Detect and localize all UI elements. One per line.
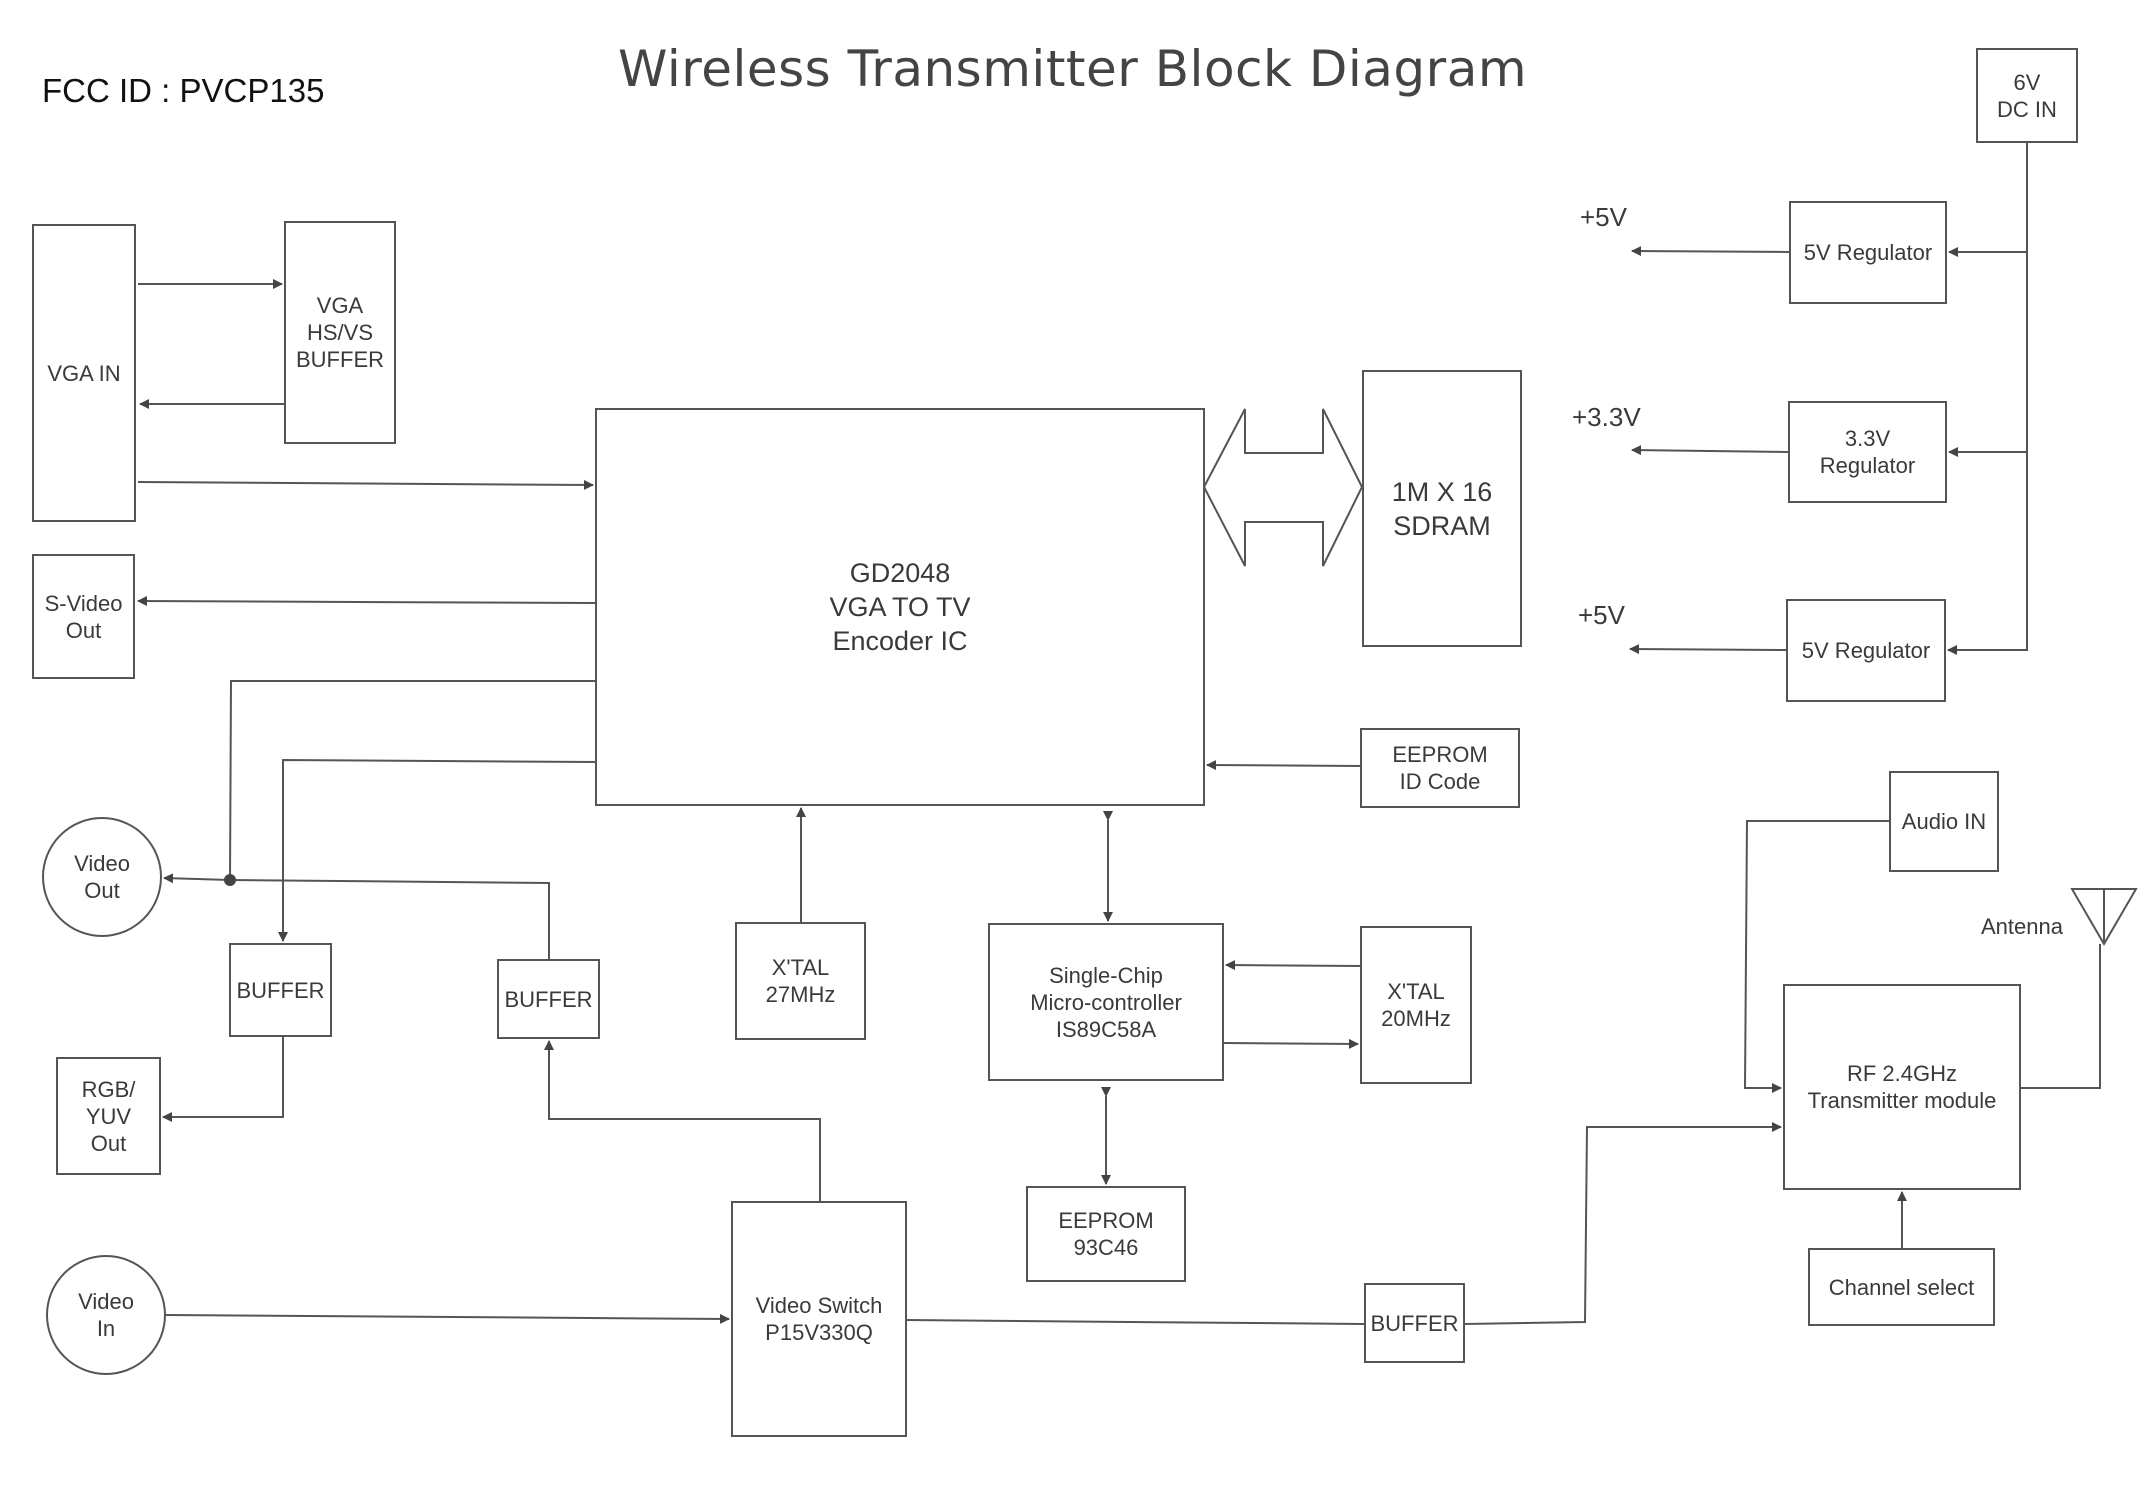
- wire-5v-b-out: [1629, 644, 1787, 655]
- wire-audio-to-rf: [1743, 820, 1889, 1093]
- wire-switch-to-rf-buffer: [906, 1319, 1365, 1325]
- wire-3v3-out: [1631, 445, 1789, 456]
- wire-vga-to-encoder: [137, 479, 594, 490]
- wire-encoder-to-video-out: [229, 680, 595, 881]
- wire-eeprom-id-to-encoder: [1206, 760, 1361, 771]
- rail-label-5v-b: +5V: [1578, 600, 1625, 630]
- block-vga-hsvs-buffer[interactable]: VGA HS/VS BUFFER: [284, 221, 396, 444]
- diagram-title: Wireless Transmitter Block Diagram: [618, 40, 1528, 98]
- rail-label-5v-a: +5V: [1580, 202, 1627, 232]
- block-rgb-yuv-out[interactable]: RGB/ YUV Out: [56, 1057, 161, 1175]
- block-eeprom-93c46[interactable]: EEPROM 93C46: [1026, 1186, 1186, 1282]
- wire-rf-buffer-to-rf: [1464, 1122, 1782, 1325]
- wire-junction-to-video-out: [163, 873, 231, 884]
- block-audio-in[interactable]: Audio IN: [1889, 771, 1999, 872]
- bus-arrow-encoder-sdram: [1202, 408, 1364, 567]
- antenna-icon: [2070, 888, 2138, 946]
- block-svideo-out[interactable]: S-Video Out: [32, 554, 135, 679]
- wire-mcu-to-xtal20: [1223, 1038, 1359, 1049]
- wire-switch-to-video-buffer: [544, 1040, 821, 1201]
- block-encoder-ic[interactable]: GD2048 VGA TO TV Encoder IC: [595, 408, 1205, 806]
- wire-rf-to-antenna: [2021, 944, 2101, 1089]
- block-buffer-rgb[interactable]: BUFFER: [229, 943, 332, 1037]
- block-buffer-video[interactable]: BUFFER: [497, 959, 600, 1039]
- wire-video-in-to-switch: [165, 1313, 730, 1324]
- block-rf-transmitter[interactable]: RF 2.4GHz Transmitter module: [1783, 984, 2021, 1190]
- block-5v-regulator-a[interactable]: 5V Regulator: [1789, 201, 1947, 304]
- wire-5v-a-out: [1631, 246, 1790, 257]
- wire-buffer-to-rgb-out: [162, 1037, 284, 1122]
- block-sdram[interactable]: 1M X 16 SDRAM: [1362, 370, 1522, 647]
- wire-xtal20-to-mcu: [1225, 960, 1361, 971]
- wire-dc-in-trunk: [1951, 143, 2028, 651]
- block-microcontroller[interactable]: Single-Chip Micro-controller IS89C58A: [988, 923, 1224, 1081]
- block-xtal-20mhz[interactable]: X'TAL 20MHz: [1360, 926, 1472, 1084]
- wire-encoder-to-svideo: [137, 596, 596, 607]
- wire-video-buffer-to-junction: [229, 879, 550, 959]
- port-video-in[interactable]: Video In: [46, 1255, 166, 1375]
- antenna-label: Antenna: [1981, 914, 2063, 939]
- block-vga-in[interactable]: VGA IN: [32, 224, 136, 522]
- block-buffer-rf[interactable]: BUFFER: [1364, 1283, 1465, 1363]
- port-video-out[interactable]: Video Out: [42, 817, 162, 937]
- fcc-id-label: FCC ID : PVCP135: [42, 72, 325, 109]
- block-5v-regulator-b[interactable]: 5V Regulator: [1786, 599, 1946, 702]
- block-3v3-regulator[interactable]: 3.3V Regulator: [1788, 401, 1947, 503]
- junction-dot: [224, 874, 236, 886]
- block-video-switch[interactable]: Video Switch P15V330Q: [731, 1201, 907, 1437]
- rail-label-3v3: +3.3V: [1572, 402, 1641, 432]
- block-6v-dc-in[interactable]: 6V DC IN: [1976, 48, 2078, 143]
- block-channel-select[interactable]: Channel select: [1808, 1248, 1995, 1326]
- block-eeprom-id-code[interactable]: EEPROM ID Code: [1360, 728, 1520, 808]
- block-xtal-27mhz[interactable]: X'TAL 27MHz: [735, 922, 866, 1040]
